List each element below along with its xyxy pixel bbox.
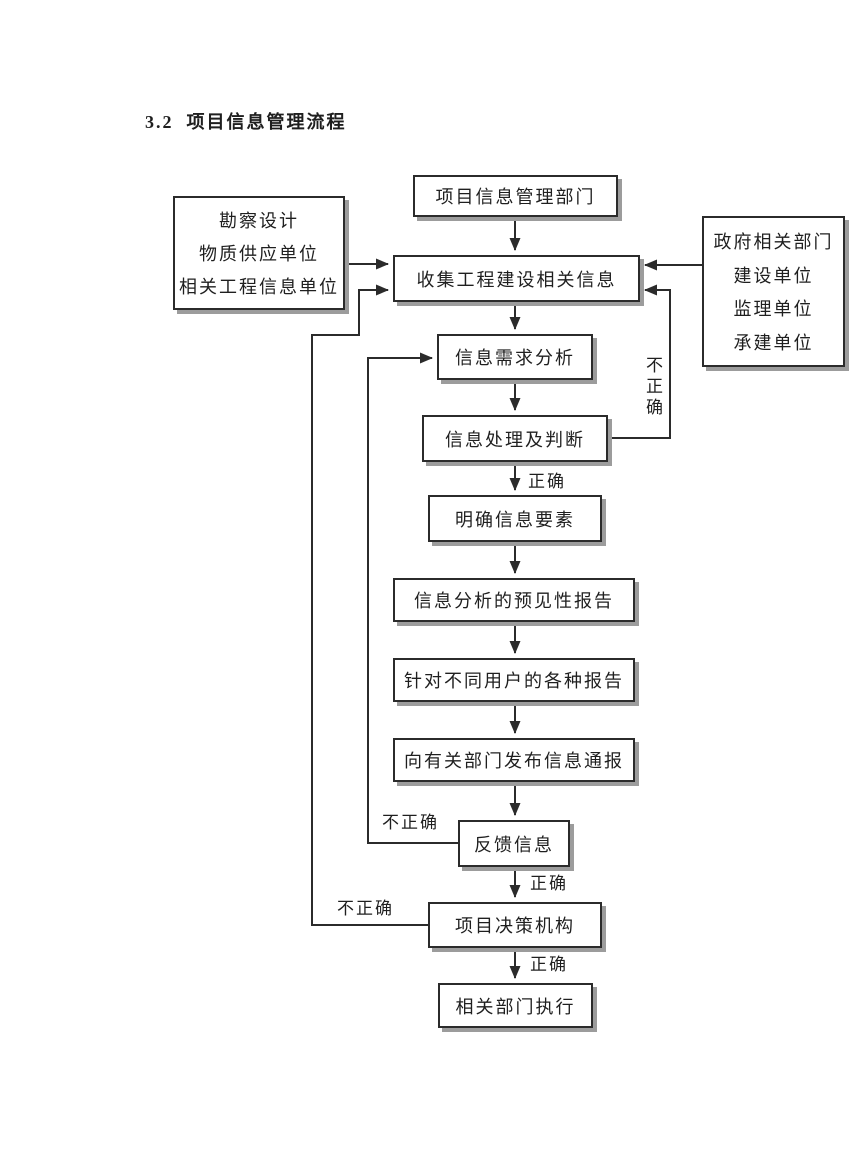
node-notify: 向有关部门发布信息通报 [393, 738, 635, 782]
edge-label-correct-after-process: 正确 [528, 472, 566, 491]
node-decision: 项目决策机构 [428, 902, 602, 948]
edge-label-incorrect-decision: 不正确 [337, 899, 394, 918]
node-decision-label: 项目决策机构 [455, 916, 575, 936]
node-left-sources-line: 相关工程信息单位 [179, 276, 339, 297]
node-feedback-label: 反馈信息 [474, 834, 554, 855]
node-right-sources-line: 建设单位 [733, 265, 814, 286]
edge-label-incorrect-feedback: 不正确 [382, 813, 439, 832]
node-info-dept: 项目信息管理部门 [413, 175, 618, 217]
connector-process-incorrect-to-collect [608, 284, 671, 439]
node-right-sources: 政府相关部门 建设单位 监理单位 承建单位 [702, 216, 845, 367]
node-notify-label: 向有关部门发布信息通报 [404, 751, 624, 771]
node-user-reports: 针对不同用户的各种报告 [393, 658, 635, 702]
connector-feedback-incorrect-to-needs [367, 352, 458, 844]
node-left-sources-line: 勘察设计 [219, 211, 299, 232]
node-right-sources-line: 政府相关部门 [713, 231, 834, 252]
connector-decision-incorrect-to-collect [311, 284, 428, 926]
node-forecast-report-label: 信息分析的预见性报告 [414, 591, 614, 611]
edge-label-correct-after-decision: 正确 [530, 955, 568, 974]
edge-label-incorrect-process: 不正确 [643, 356, 662, 419]
node-collect-label: 收集工程建设相关信息 [416, 269, 617, 290]
node-process-label: 信息处理及判断 [445, 429, 585, 450]
node-process: 信息处理及判断 [422, 415, 608, 462]
node-needs-label: 信息需求分析 [455, 348, 575, 368]
node-execute: 相关部门执行 [438, 983, 593, 1028]
edge-label-correct-after-feedback: 正确 [530, 874, 568, 893]
node-right-sources-line: 监理单位 [733, 299, 814, 320]
page-title: 3.2 项目信息管理流程 [145, 112, 347, 132]
node-elements: 明确信息要素 [428, 495, 602, 542]
node-needs: 信息需求分析 [437, 334, 593, 380]
node-collect: 收集工程建设相关信息 [393, 255, 640, 302]
node-right-sources-line: 承建单位 [733, 333, 814, 354]
node-execute-label: 相关部门执行 [455, 996, 576, 1017]
node-left-sources: 勘察设计 物质供应单位 相关工程信息单位 [173, 196, 345, 310]
node-forecast-report: 信息分析的预见性报告 [393, 578, 635, 622]
node-left-sources-line: 物质供应单位 [199, 243, 319, 264]
node-feedback: 反馈信息 [458, 820, 570, 867]
node-elements-label: 明确信息要素 [455, 509, 575, 530]
node-info-dept-label: 项目信息管理部门 [435, 187, 596, 207]
node-user-reports-label: 针对不同用户的各种报告 [404, 671, 624, 691]
